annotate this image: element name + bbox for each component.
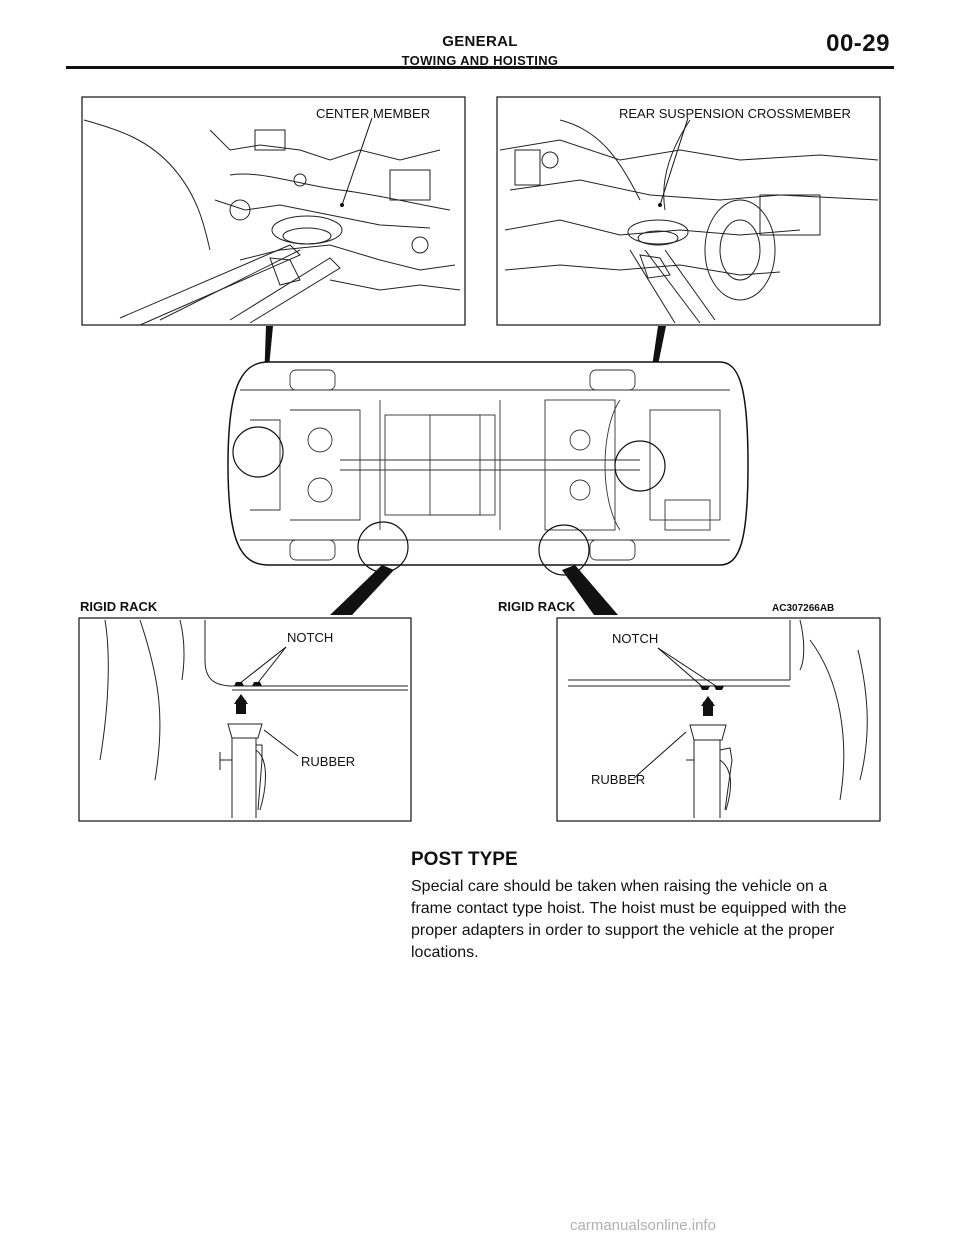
rigid-rack-left-label: RIGID RACK	[80, 599, 158, 614]
page-number: 00-29	[826, 30, 890, 57]
post-type-line: proper adapters in order to support the …	[411, 922, 835, 939]
callout-rubber-right: RUBBER	[591, 772, 645, 787]
callout-notch-right: NOTCH	[612, 631, 658, 646]
section-title: GENERAL	[442, 33, 518, 50]
post-type-body: Special care should be taken when raisin…	[411, 876, 901, 964]
rear-crossmember-panel: REAR SUSPENSION CROSSMEMBER	[496, 96, 881, 326]
post-type-line: locations.	[411, 944, 479, 961]
callout-notch-left: NOTCH	[287, 630, 333, 645]
header-rule	[66, 66, 894, 69]
callout-rubber-left: RUBBER	[301, 754, 355, 769]
rigid-rack-left-panel: NOTCH RUBBER	[78, 617, 412, 822]
rigid-rack-right-panel: NOTCH RUBBER	[556, 617, 881, 822]
vehicle-underside	[227, 361, 749, 576]
center-member-panel: CENTER MEMBER	[81, 96, 466, 326]
post-type-line: frame contact type hoist. The hoist must…	[411, 900, 847, 917]
callout-center-member: CENTER MEMBER	[316, 106, 430, 121]
rigid-rack-right-label: RIGID RACK	[498, 599, 576, 614]
figure-id: AC307266AB	[772, 603, 834, 614]
watermark: carmanualsonline.info	[570, 1217, 716, 1234]
post-type-heading: POST TYPE	[411, 849, 518, 870]
hoisting-figure: CENTER MEMBER REAR SUSPENSION CROSSMEMBE…	[78, 96, 881, 822]
post-type-line: Special care should be taken when raisin…	[411, 878, 828, 895]
subsection-title: TOWING AND HOISTING	[401, 53, 559, 68]
callout-rear-crossmember: REAR SUSPENSION CROSSMEMBER	[619, 106, 851, 121]
